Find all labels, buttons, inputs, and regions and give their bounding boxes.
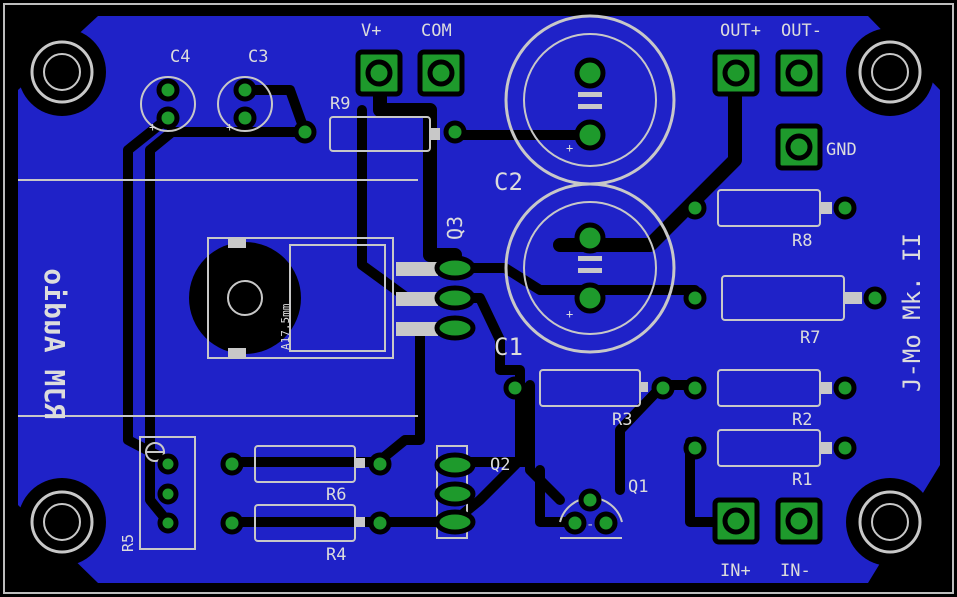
label-r7: R7 <box>800 328 820 348</box>
svg-text:+: + <box>226 120 233 134</box>
svg-text:+: + <box>566 141 573 155</box>
label-r4: R4 <box>326 545 346 565</box>
label-c4: C4 <box>170 47 190 67</box>
label-r6: R6 <box>326 485 346 505</box>
label-q2: Q2 <box>490 455 510 475</box>
label-r5: R5 <box>119 534 137 552</box>
capacitor-c1: + <box>504 182 676 354</box>
label-r1: R1 <box>792 470 812 490</box>
label-c2: C2 <box>494 168 523 196</box>
board-title: J-Mo Mk. II <box>898 233 926 392</box>
label-out-minus: OUT- <box>781 21 822 41</box>
label-out-plus: OUT+ <box>720 21 761 41</box>
svg-text:+: + <box>566 307 573 321</box>
label-c1: C1 <box>494 333 523 361</box>
pads <box>156 49 887 545</box>
label-q1: Q1 <box>628 477 648 497</box>
svg-text:+: + <box>149 120 156 134</box>
label-in-plus: IN+ <box>720 561 751 581</box>
label-r2: R2 <box>792 410 812 430</box>
heatsink-label: A17.5mm <box>279 303 292 350</box>
label-r8: R8 <box>792 231 812 251</box>
label-gnd: GND <box>826 140 857 160</box>
silkscreen-labels: C4 C3 V+ COM OUT+ OUT- GND R9 C2 R8 R7 C… <box>119 21 926 581</box>
trimmer-r5 <box>139 436 196 550</box>
label-r3: R3 <box>612 410 632 430</box>
label-r9: R9 <box>330 94 350 114</box>
heatsink: A17.5mm <box>189 237 438 359</box>
svg-text:-: - <box>586 517 594 533</box>
label-q3: Q3 <box>443 216 467 240</box>
label-vplus: V+ <box>361 21 381 41</box>
mounting-holes <box>18 28 934 566</box>
label-in-minus: IN- <box>780 561 811 581</box>
label-com: COM <box>421 21 452 41</box>
capacitor-c3: + <box>217 76 273 134</box>
brand-silkscreen: RJM Audio <box>18 179 418 420</box>
brand-text: RJM Audio <box>38 268 71 420</box>
label-c3: C3 <box>248 47 268 67</box>
capacitor-c4: + <box>140 76 196 134</box>
board-edge <box>3 3 954 594</box>
